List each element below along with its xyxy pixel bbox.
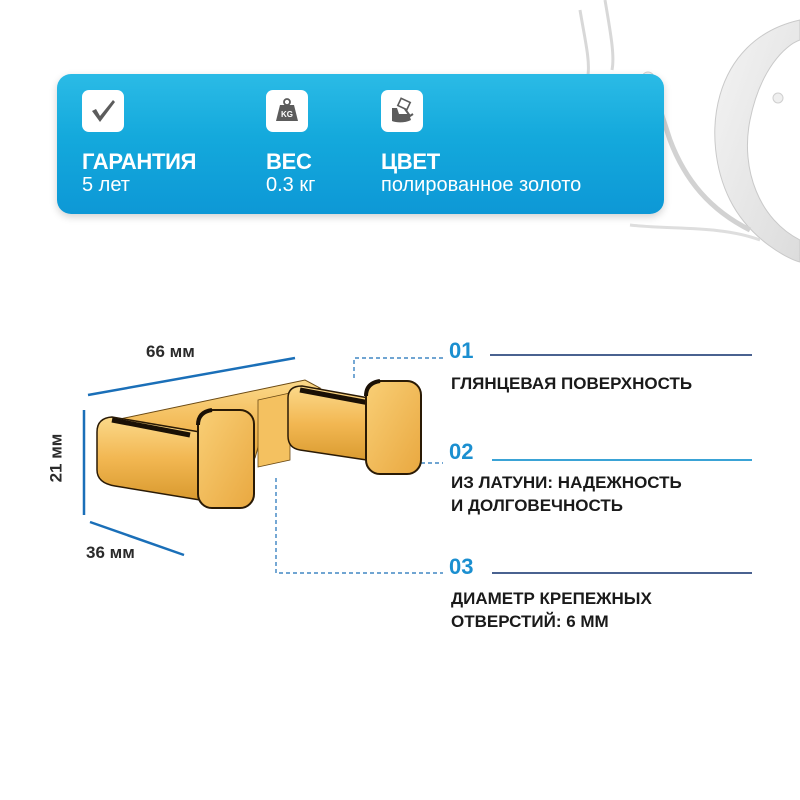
svg-text:KG: KG <box>281 110 293 119</box>
feature-text-02: ИЗ ЛАТУНИ: НАДЕЖНОСТЬ И ДОЛГОВЕЧНОСТЬ <box>451 473 682 515</box>
spec-value: 0.3 кг <box>266 174 316 196</box>
spec-weight: KG ВЕС 0.3 кг <box>266 90 315 196</box>
specs-card: ГАРАНТИЯ 5 лет KG ВЕС 0.3 кг ЦВЕТ полиро… <box>57 74 664 214</box>
feature-text-03: ДИАМЕТР КРЕПЕЖНЫХ ОТВЕРСТИЙ: 6 ММ <box>451 589 652 631</box>
paint-roller-icon <box>381 90 423 132</box>
feature-number-02: 02 <box>449 439 474 464</box>
spec-value: 5 лет <box>82 174 130 196</box>
weight-kg-icon: KG <box>266 90 308 132</box>
spec-label: ГАРАНТИЯ <box>82 149 197 174</box>
feature-number-01: 01 <box>449 338 474 363</box>
feature-number-03: 03 <box>449 554 474 579</box>
spec-value: полированное золото <box>381 174 582 196</box>
dimension-length-label: 66 мм <box>146 342 195 361</box>
checkmark-icon <box>82 90 124 132</box>
dimension-depth-label: 36 мм <box>86 543 135 562</box>
dimension-height-label: 21 мм <box>46 433 66 483</box>
spec-label: ЦВЕТ <box>381 149 440 174</box>
feature-text-01: ГЛЯНЦЕВАЯ ПОВЕРХНОСТЬ <box>451 374 693 393</box>
spec-label: ВЕС <box>266 149 312 174</box>
spec-warranty: ГАРАНТИЯ 5 лет <box>82 90 196 196</box>
double-hook-product-image <box>96 379 422 509</box>
callout-connectors <box>275 357 443 574</box>
dimension-lines <box>82 356 296 557</box>
spec-color: ЦВЕТ полированное золото <box>381 90 581 196</box>
